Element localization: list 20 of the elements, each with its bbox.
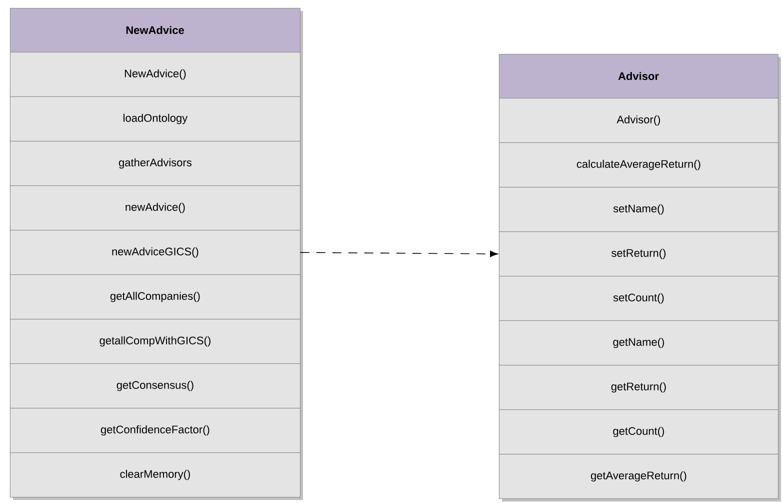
method-row: getAverageReturn() [499,454,778,499]
method-row: getallCompWithGICS() [10,319,300,364]
method-row: getConsensus() [10,364,300,408]
method-row: calculateAverageReturn() [499,142,778,188]
method-row: setName() [499,187,778,232]
method-row: getCount() [499,410,778,454]
method-row: setCount() [499,276,778,321]
method-row: gatherAdvisors [10,141,300,186]
method-row: NewAdvice() [10,52,300,97]
arrow [300,250,498,258]
method-row: loadOntology [10,96,300,142]
method-row: clearMemory() [10,452,300,498]
method-row: getName() [499,320,778,366]
method-row: Advisor() [499,98,778,143]
method-row: newAdvice() [10,186,300,230]
method-row: newAdviceGICS() [10,230,300,275]
method-row: getReturn() [499,365,778,410]
method-row: setReturn() [499,232,778,276]
method-row: getConfidenceFactor() [10,408,300,453]
method-row: getAllCompanies() [10,274,300,320]
